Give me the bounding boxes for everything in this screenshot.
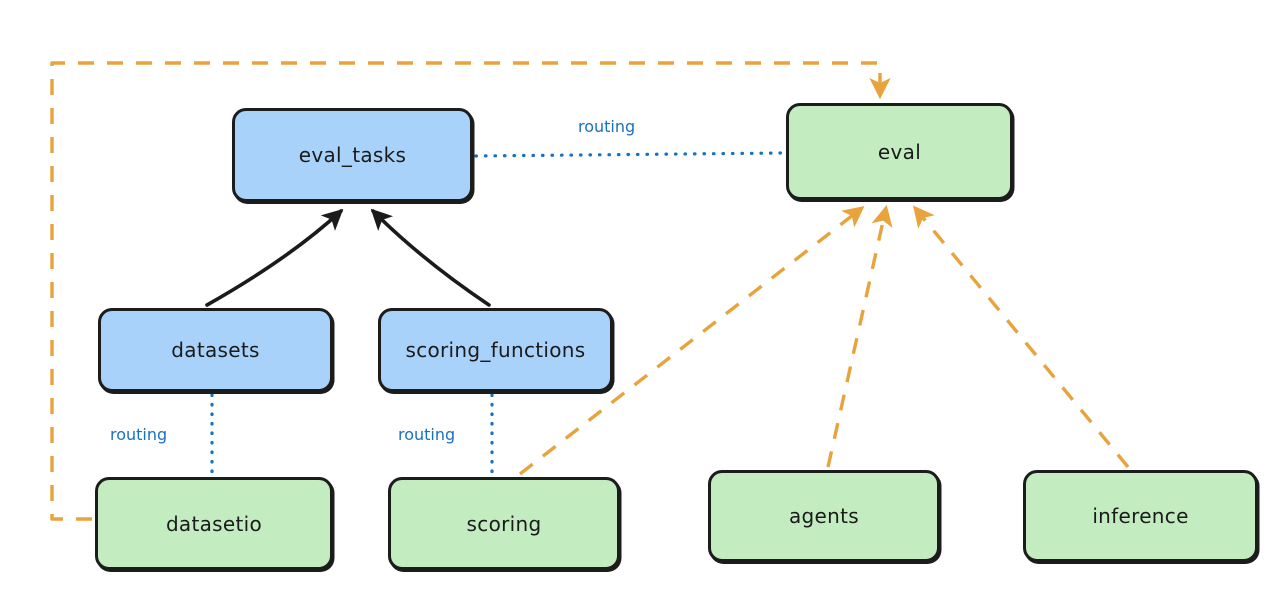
- edge-eval-tasks-to-eval: [474, 151, 785, 158]
- node-label-datasetio: datasetio: [165, 511, 263, 536]
- node-label-scoring: scoring: [466, 511, 542, 536]
- node-eval-tasks[interactable]: eval_tasks: [232, 108, 473, 202]
- edge-datasets-to-eval-tasks: [205, 208, 344, 307]
- node-datasets[interactable]: datasets: [98, 308, 333, 392]
- node-label-agents: agents: [789, 504, 859, 528]
- edge-label-routing-eval-tasks: routing: [578, 117, 636, 136]
- edge-label-routing-scoring-functions: routing: [398, 425, 456, 444]
- node-scoring-functions[interactable]: scoring_functions: [378, 308, 613, 392]
- node-scoring[interactable]: scoring: [388, 477, 620, 570]
- edge-agents-to-eval: [826, 204, 893, 468]
- edge-scoring-functions-to-eval-tasks: [370, 208, 491, 307]
- edge-label-routing-datasets: routing: [110, 425, 168, 444]
- node-label-inference: inference: [1092, 504, 1189, 528]
- composition-edges: [205, 208, 491, 307]
- node-label-eval: eval: [877, 139, 922, 164]
- node-label-scoring-functions: scoring_functions: [405, 338, 586, 362]
- node-agents[interactable]: agents: [708, 470, 940, 562]
- node-inference[interactable]: inference: [1023, 470, 1258, 562]
- edge-inference-to-eval: [912, 205, 1130, 469]
- node-eval[interactable]: eval: [786, 103, 1013, 200]
- node-label-datasets: datasets: [171, 338, 260, 362]
- node-label-eval-tasks: eval_tasks: [298, 143, 407, 167]
- node-datasetio[interactable]: datasetio: [95, 477, 333, 570]
